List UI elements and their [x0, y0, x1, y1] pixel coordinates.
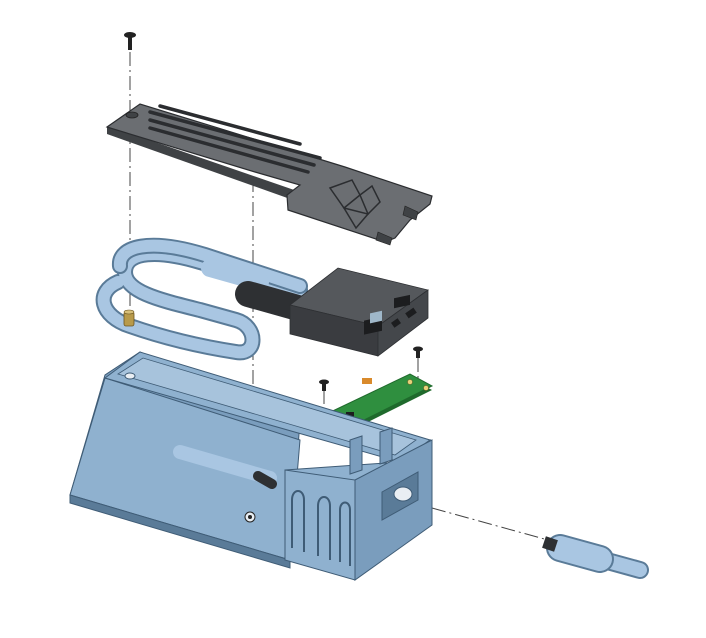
- looped-usb-cable: [95, 237, 318, 361]
- usb-plug: [542, 534, 649, 579]
- lid-vent-slots: [148, 104, 322, 174]
- brass-insert: [123, 309, 135, 327]
- pcb-screw-left: [319, 379, 329, 391]
- usb-hub-box: [289, 267, 429, 357]
- top-screw: [124, 32, 136, 50]
- pcb-screw-right: [413, 346, 423, 358]
- base-enclosure: [69, 351, 433, 581]
- lid-logo: [328, 179, 381, 230]
- vented-lid: [105, 103, 433, 246]
- centerline-usb-plug: [431, 507, 549, 541]
